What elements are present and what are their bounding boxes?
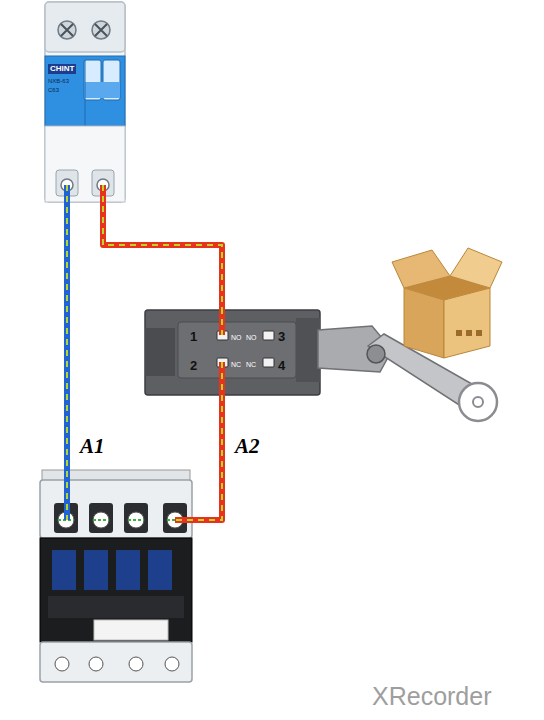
wire-stripe (103, 206, 222, 308)
watermark: XRecorder (372, 684, 492, 709)
contact-type: NC (231, 361, 241, 368)
coil-terminal-label: A2 (235, 436, 260, 457)
rating: C63 (48, 87, 59, 93)
contact-type: NC (246, 361, 256, 368)
terminal-number: 4 (278, 359, 285, 372)
terminal-number: 3 (278, 330, 285, 343)
coil-wire (175, 362, 222, 520)
contact-type: NO (246, 334, 257, 341)
contact-type: NO (231, 334, 242, 341)
breaker-node: CHINT NXB-63C63 (45, 0, 125, 206)
terminal-number: 1 (190, 330, 197, 343)
neutral-wire (67, 185, 68, 520)
coil-terminal-label: A1 (80, 436, 105, 457)
cardboard-box (392, 248, 502, 358)
wire-core (103, 206, 222, 308)
limit-switch (145, 310, 320, 395)
limit-switch-node: 1 2 3 4 NO NC NO NC (145, 308, 320, 395)
brand-name: CHINT (48, 64, 76, 74)
circuit-breaker (45, 2, 125, 202)
terminal-number: 2 (190, 359, 197, 372)
contactor (40, 470, 192, 682)
phase-wire (103, 206, 222, 308)
model-number: NXB-63 (48, 78, 69, 84)
wire-stub (103, 185, 222, 335)
